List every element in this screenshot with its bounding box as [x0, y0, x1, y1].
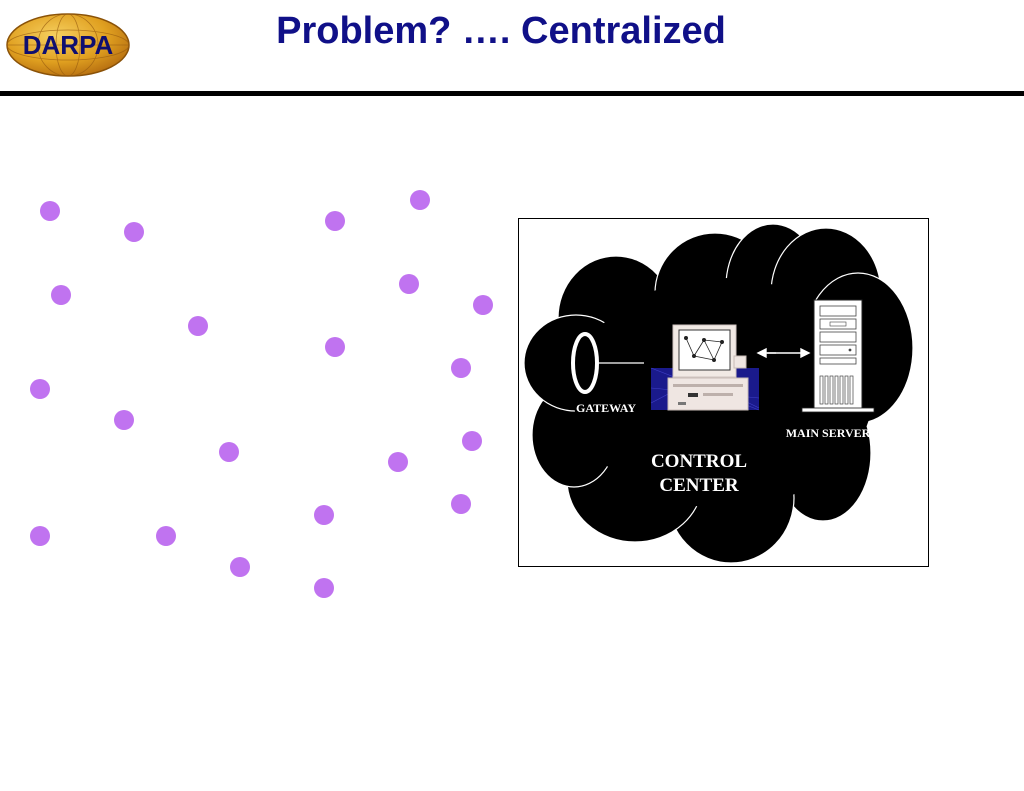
- network-node: [114, 410, 134, 430]
- control-center-label-line1: CONTROL: [651, 451, 747, 472]
- network-node: [410, 190, 430, 210]
- network-node: [462, 431, 482, 451]
- network-node: [124, 222, 144, 242]
- gateway-ring-icon: [571, 332, 599, 394]
- network-node: [473, 295, 493, 315]
- network-node: [451, 494, 471, 514]
- network-node: [188, 316, 208, 336]
- workstation-icon: [650, 324, 760, 411]
- bidirectional-arrow-icon: [756, 347, 811, 359]
- network-node: [219, 442, 239, 462]
- network-node: [451, 358, 471, 378]
- network-node: [388, 452, 408, 472]
- server-tower-icon: [801, 299, 875, 413]
- logo-globe-grid: [6, 13, 130, 77]
- title-divider: [0, 91, 1024, 96]
- network-node: [30, 526, 50, 546]
- network-node: [325, 337, 345, 357]
- slide-title: Problem? …. Centralized: [276, 10, 726, 52]
- network-node: [325, 211, 345, 231]
- control-center-label-line2: CENTER: [659, 475, 738, 496]
- network-node: [230, 557, 250, 577]
- main-server-label: MAIN SERVER: [786, 426, 871, 440]
- darpa-logo: DARPA: [6, 13, 130, 77]
- network-node: [30, 379, 50, 399]
- control-center-diagram: GATEWAY: [518, 218, 929, 567]
- network-node: [40, 201, 60, 221]
- gateway-label: GATEWAY: [576, 401, 636, 415]
- network-node: [314, 578, 334, 598]
- logo-text: DARPA: [23, 30, 114, 60]
- network-node: [399, 274, 419, 294]
- network-node: [314, 505, 334, 525]
- network-node: [156, 526, 176, 546]
- network-node: [51, 285, 71, 305]
